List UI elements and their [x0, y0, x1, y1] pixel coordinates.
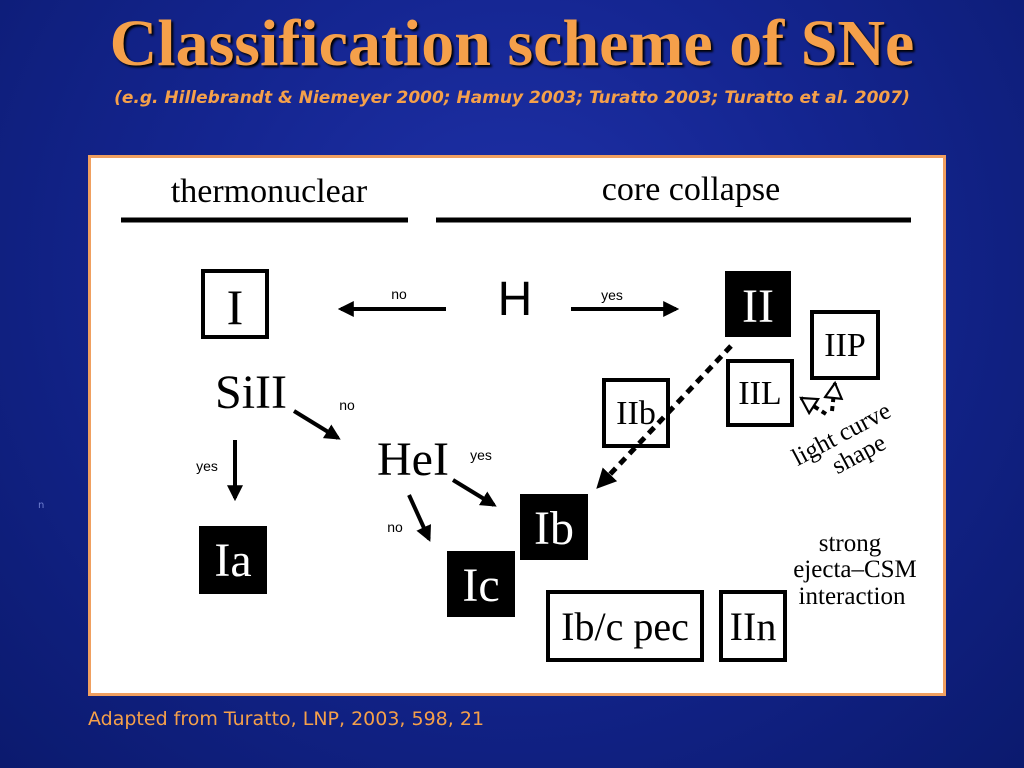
- node-type-i-box: [201, 269, 269, 339]
- node-type-iip: IIP: [824, 327, 866, 364]
- node-hydrogen: H: [498, 273, 533, 326]
- node-type-ic: Ic: [462, 559, 499, 612]
- node-silicon: SiII: [215, 366, 287, 419]
- node-type-ic-box: [447, 551, 515, 617]
- dashed-arrow-to-iip: [832, 383, 835, 412]
- csm-label-2: ejecta–CSM: [793, 556, 917, 583]
- slide-subtitle: (e.g. Hillebrandt & Niemeyer 2000; Hamuy…: [114, 88, 910, 108]
- arrow-he-no: [407, 494, 431, 542]
- label-h-no: no: [391, 286, 407, 302]
- node-type-i: I: [227, 279, 244, 335]
- node-type-ib: Ib: [534, 502, 574, 555]
- node-type-ia: Ia: [214, 534, 251, 587]
- node-type-ii: II: [742, 280, 774, 333]
- node-type-ib-box: [520, 494, 588, 560]
- source-caption: Adapted from Turatto, LNP, 2003, 598, 21: [88, 708, 485, 730]
- classification-diagram: thermonuclear core collapse I H no yes I…: [121, 171, 917, 662]
- dashed-arrow-ii-to-ib: [596, 344, 733, 489]
- node-type-iin-box: [719, 590, 787, 662]
- node-type-iil-box: [726, 359, 794, 427]
- label-h-yes: yes: [601, 287, 623, 303]
- dashed-arrow-to-iil: [801, 396, 828, 416]
- arrow-si-no: [292, 409, 341, 440]
- node-type-iin: IIn: [730, 604, 777, 649]
- diagram-panel: thermonuclear core collapse I H no yes I…: [88, 155, 946, 696]
- node-type-iib: IIb: [616, 395, 656, 432]
- csm-label-1: strong: [819, 530, 882, 557]
- node-type-iil: IIL: [738, 375, 781, 412]
- node-type-ibc-pec-box: [546, 590, 704, 662]
- node-type-ibc-pec: Ib/c pec: [561, 604, 689, 649]
- arrow-he-yes: [451, 478, 497, 507]
- label-si-no: no: [339, 397, 355, 413]
- node-type-ii-box: [725, 271, 791, 337]
- csm-label-3: interaction: [799, 583, 906, 610]
- slide-title: Classification scheme of SNe: [109, 7, 915, 80]
- label-he-yes: yes: [470, 447, 492, 463]
- label-he-no: no: [387, 519, 403, 535]
- header-thermonuclear: thermonuclear: [171, 173, 368, 210]
- light-curve-annotation: light curve shape: [788, 397, 896, 480]
- node-type-ia-box: [199, 526, 267, 594]
- stray-mark: n: [38, 500, 45, 511]
- label-si-yes: yes: [196, 458, 218, 474]
- node-helium: HeI: [377, 433, 449, 486]
- node-type-iip-box: [810, 310, 880, 380]
- header-core-collapse: core collapse: [602, 171, 780, 208]
